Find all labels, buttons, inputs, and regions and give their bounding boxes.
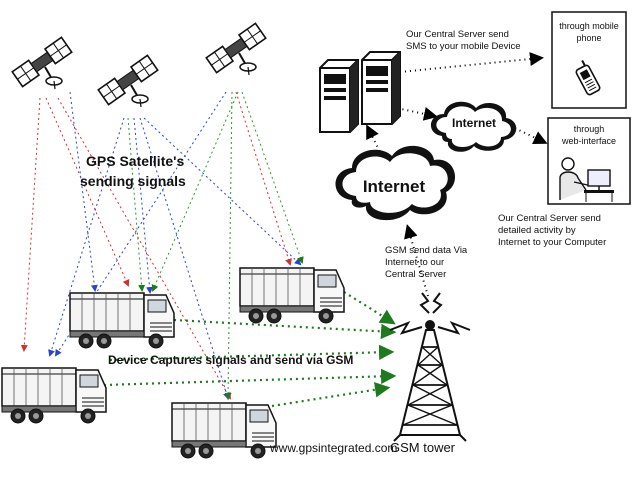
gsm-send-line2: Internet to our (385, 257, 444, 268)
computer-user-icon (559, 157, 614, 202)
satellite-icon (97, 54, 159, 108)
mobile-box-line2: phone (576, 33, 601, 43)
satellite-icon (11, 36, 73, 90)
gsm-send-line3: Central Server (385, 269, 446, 280)
server-sms-line2: SMS to your mobile Device (406, 41, 521, 52)
mobile-phone-icon (575, 59, 601, 96)
satellite-icon (205, 22, 267, 76)
gsm-uplink-lines (103, 291, 397, 408)
web-interface-panel (547, 117, 631, 205)
cloud-icon (430, 101, 517, 152)
mobile-box-line1: through mobile (559, 21, 619, 31)
gsm-tower-label: GSM tower (390, 440, 456, 455)
gsm-tower-icon (389, 292, 471, 442)
internet-big-label: Internet (363, 177, 426, 196)
mobile-phone-panel (551, 11, 627, 109)
detail-line1: Our Central Server send (498, 213, 601, 224)
truck-icon (171, 402, 277, 459)
web-box-line2: web-interface (561, 136, 616, 146)
detail-line2: detailed activity by (498, 225, 576, 236)
gps-label-line2: sending signals (80, 173, 186, 189)
detail-line3: Internet to your Computer (498, 237, 606, 248)
website-label: www.gpsintegrated.com (269, 441, 397, 455)
truck-icon (1, 367, 107, 424)
device-captures-label: Device Captures signals and send via GSM (108, 353, 353, 367)
cloud-icon (335, 145, 456, 221)
gps-label-line1: GPS Satellite's (86, 153, 184, 169)
truck-icon (69, 292, 175, 349)
server-icon (319, 59, 359, 133)
server-sms-line1: Our Central Server send (406, 29, 509, 40)
internet-small-label: Internet (452, 116, 496, 130)
truck-icon (239, 267, 345, 324)
server-icon (361, 51, 401, 125)
gsm-send-line1: GSM send data Via (385, 245, 468, 256)
web-box-line1: through (574, 124, 605, 134)
